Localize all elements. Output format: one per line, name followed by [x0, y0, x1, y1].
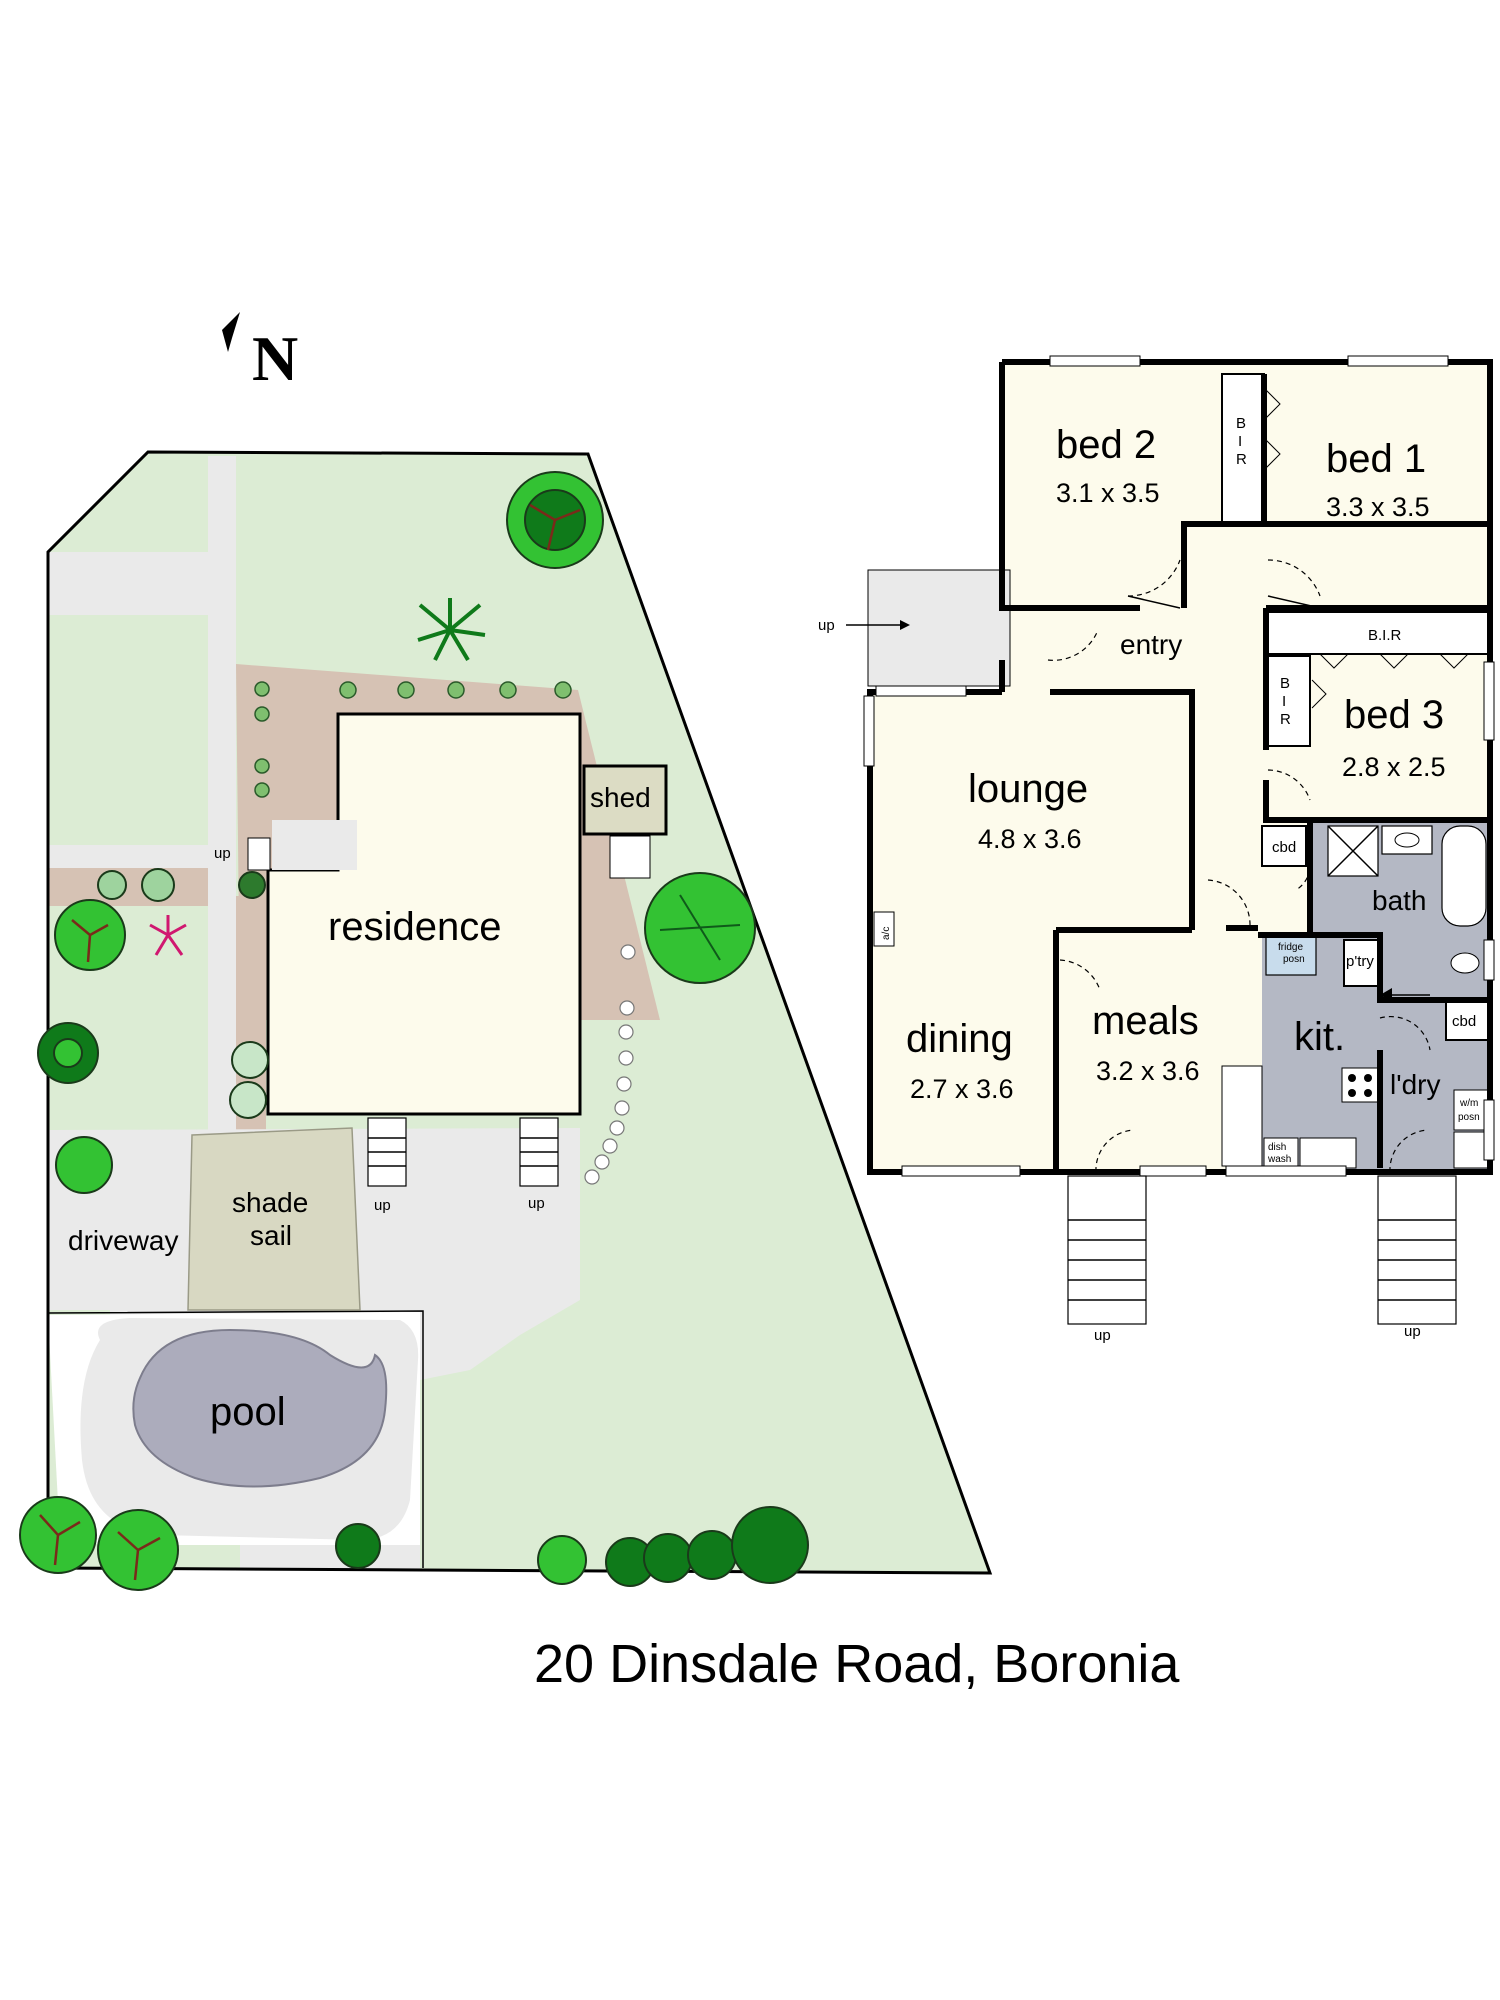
cooktop-icon	[1341, 1067, 1379, 1103]
tree-icon	[335, 1523, 381, 1569]
room-dim-bed1: 3.3 x 3.5	[1326, 492, 1430, 522]
site-plan: pool shade sail driveway residence up up…	[19, 450, 993, 1591]
room-dim-bed3: 2.8 x 2.5	[1342, 752, 1446, 782]
room-name-lounge: lounge	[968, 767, 1088, 811]
fridge-label: fridge	[1278, 942, 1303, 953]
bir-i-label-2: I	[1282, 693, 1286, 710]
room-dim-meals: 3.2 x 3.6	[1096, 1056, 1200, 1086]
arrow-left-icon	[1380, 988, 1392, 1002]
bir-i-label-1: I	[1238, 433, 1242, 450]
residence-label: residence	[328, 905, 501, 949]
stairs-up-label-1: up	[1094, 1327, 1111, 1344]
kitchen-label: kit.	[1294, 1015, 1345, 1059]
tree-icon	[506, 471, 604, 569]
stepping-stones	[584, 944, 636, 1185]
tree-icon	[97, 868, 269, 1119]
pantry	[1343, 939, 1379, 987]
dishwasher-posn-label: wash	[1267, 1154, 1291, 1165]
shed	[582, 764, 668, 836]
shade-sail-label-2: sail	[250, 1220, 292, 1251]
toilet-icon	[1450, 952, 1480, 974]
room-name-bed1: bed 1	[1326, 437, 1426, 481]
laundry-tub-icon	[1453, 1131, 1489, 1169]
palm-icon	[417, 598, 486, 662]
bir-r-label-1: R	[1236, 451, 1247, 468]
shade-sail	[187, 1127, 361, 1311]
wm-posn-label: posn	[1458, 1112, 1480, 1123]
bir-label: B.I.R	[1368, 627, 1402, 644]
room-dim-dining: 2.7 x 3.6	[910, 1074, 1014, 1104]
tree-icon	[37, 1022, 99, 1084]
tree-icon	[97, 1509, 179, 1591]
shade-sail-label-1: shade	[232, 1187, 308, 1218]
cupboard-bath	[1261, 825, 1307, 867]
site-stairs	[247, 837, 559, 1187]
tree-icon	[605, 1506, 809, 1587]
site-up-label-3: up	[214, 845, 231, 862]
bir-b-label-1: B	[1236, 415, 1246, 432]
bir-b-label-2: B	[1280, 675, 1290, 692]
room-name-meals: meals	[1092, 999, 1199, 1043]
garden-plants	[254, 681, 572, 798]
address-title: 20 Dinsdale Road, Boronia	[534, 1634, 1180, 1694]
entry-label: entry	[1120, 629, 1182, 660]
bathtub-icon	[1441, 825, 1487, 927]
tree-icon	[537, 1535, 587, 1585]
tree-icon	[644, 872, 756, 984]
cupboard-label-2: cbd	[1452, 1013, 1476, 1030]
wardrobe-doors	[1265, 389, 1469, 709]
cupboard-label-1: cbd	[1272, 839, 1296, 856]
tree-icon	[55, 1136, 113, 1194]
arrow-right-icon	[900, 620, 910, 630]
room-name-dining: dining	[906, 1017, 1013, 1061]
site-up-label-1: up	[374, 1197, 391, 1214]
tree-icon	[19, 1496, 97, 1574]
site-up-label-2: up	[528, 1195, 545, 1212]
lot-boundary	[46, 450, 993, 1575]
bath-label: bath	[1372, 885, 1427, 916]
dishwasher-label: dish	[1268, 1142, 1286, 1153]
room-dim-lounge: 4.8 x 3.6	[978, 824, 1082, 854]
sink-icon	[1299, 1137, 1357, 1169]
door-swings	[1047, 559, 1431, 1173]
ac-label: a/c	[881, 927, 892, 940]
north-label: N	[252, 323, 298, 394]
shrub-icon	[149, 915, 187, 956]
side-path	[208, 456, 236, 1216]
room-dim-bed2: 3.1 x 3.5	[1056, 478, 1160, 508]
basin-icon	[1381, 825, 1433, 855]
driveway-label: driveway	[68, 1225, 178, 1256]
room-name-bed2: bed 2	[1056, 423, 1156, 467]
entry-up-label: up	[818, 617, 835, 634]
pantry-label: p'try	[1346, 953, 1374, 970]
fridge-posn-label: posn	[1283, 954, 1305, 965]
house-floor-plan: fridge posn dish wash w/m posn	[818, 355, 1495, 1344]
house-stairs	[1067, 1175, 1457, 1325]
pool	[132, 1328, 388, 1488]
north-arrow-icon: N	[222, 312, 298, 394]
washing-machine-icon	[1453, 1089, 1489, 1131]
wm-label: w/m	[1459, 1098, 1478, 1109]
laundry-label: l'dry	[1390, 1069, 1440, 1100]
stairs-up-label-2: up	[1404, 1323, 1421, 1340]
pool-label: pool	[210, 1390, 286, 1434]
bir-r-label-2: R	[1280, 711, 1291, 728]
shed-label: shed	[590, 782, 651, 813]
tree-icon	[54, 899, 126, 971]
bir-bed2	[1221, 373, 1265, 525]
bir-bed3-side	[1265, 655, 1311, 747]
room-name-bed3: bed 3	[1344, 693, 1444, 737]
